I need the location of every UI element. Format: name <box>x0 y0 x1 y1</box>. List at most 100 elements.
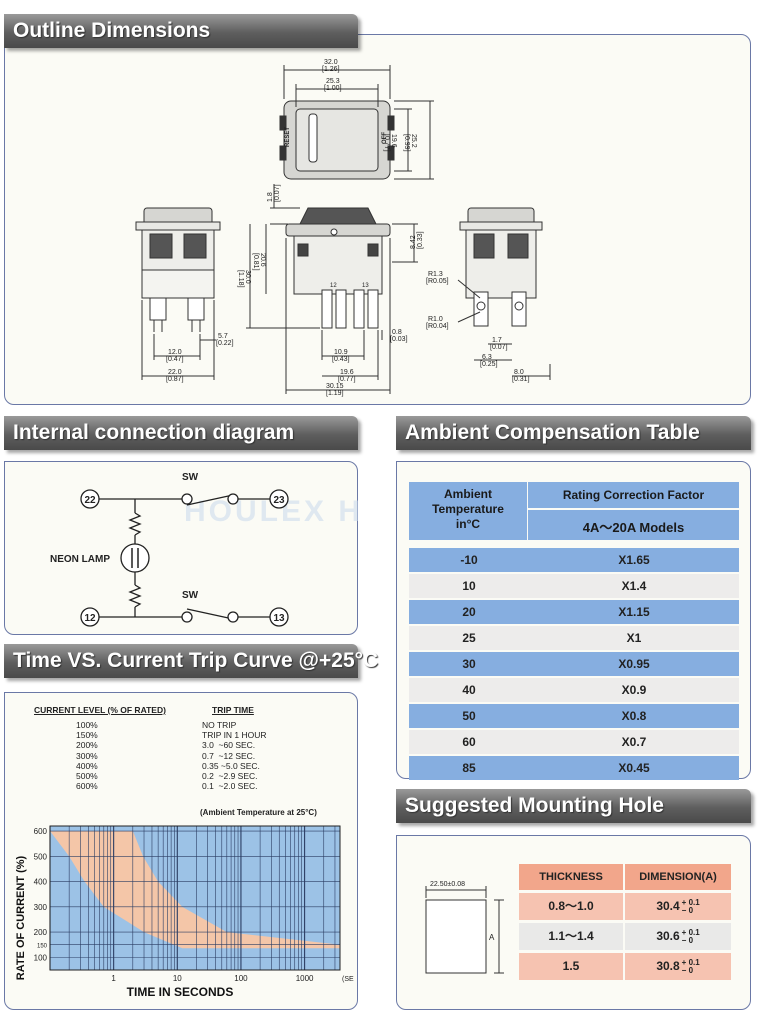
ambient-header-col2-sub <box>528 510 739 540</box>
ambient-factor: X1 <box>529 626 739 650</box>
top-dim-4: 25.2 <box>410 134 417 148</box>
internal-panel <box>4 461 358 635</box>
ambient-factor: X0.95 <box>529 652 739 676</box>
internal-diagram: HOULEX HOULEX 22 23 12 13 SW SW NEON <box>50 472 358 627</box>
top-dim-1: 32.0 <box>324 59 338 66</box>
ambient-temp: -10 <box>409 548 529 572</box>
y-tick-label: 200 <box>34 928 48 937</box>
left-dim-1: 5.7 <box>218 333 228 340</box>
mounting-hole-shape <box>425 899 487 974</box>
tolerance-minus: − 0 <box>681 965 694 975</box>
front-dim-4: 8.42 <box>410 235 417 249</box>
top-dim-4-in: [0.99] <box>403 134 410 152</box>
right-dim-2: 6.3 <box>482 354 492 361</box>
ambient-temp: 20 <box>409 600 529 624</box>
mounting-a-label: A <box>489 933 495 942</box>
ambient-factor: X0.9 <box>529 678 739 702</box>
mounting-col2: DIMENSION(A) <box>625 864 731 890</box>
trip-row: 300%0.7 ~12 SEC. <box>34 751 314 761</box>
right-dim-3: 8.0 <box>514 369 524 376</box>
tolerance-minus: − 0 <box>681 905 694 915</box>
trip-chart: 1001502003004005006001101001000(SEC)TIME… <box>15 825 354 999</box>
y-axis-label: RATE OF CURRENT (%) <box>15 855 27 980</box>
front-dim-8: 30.15 <box>326 383 344 390</box>
tolerance-plus: + 0.1 <box>681 897 700 907</box>
front-terminal-13: 13 <box>362 283 369 289</box>
trip-row: 150% TRIP IN 1 HOUR <box>34 730 314 740</box>
mounting-tolerance: + 0.1− 0 <box>681 957 700 975</box>
front-dim-5-in: [0.03] <box>390 336 408 343</box>
ambient-col1-line3: in°C <box>455 517 481 531</box>
switch-contact <box>181 493 193 505</box>
mounting-drawing: 22.50±0.08 A <box>425 881 504 974</box>
trip-level: 150% <box>76 730 98 741</box>
ambient-temp: 30 <box>409 652 529 676</box>
mounting-dimension-cell: 30.4+ 0.1− 0 <box>625 893 731 920</box>
reset-label: RESET <box>285 127 291 147</box>
left-dim-3: 22.0 <box>168 369 182 376</box>
switch-contact <box>227 493 239 505</box>
trip-row: 200%3.0 ~60 SEC. <box>34 740 314 750</box>
y-tick-label: 400 <box>34 878 48 887</box>
mounting-dimension: 30.4 <box>656 899 680 913</box>
trip-time: 0.2 ~2.9 SEC. <box>202 770 258 781</box>
neon-lamp-icon <box>120 543 150 573</box>
mounting-thickness: 0.8～1.0 <box>519 893 623 920</box>
ambient-col1-line1: Ambient <box>444 487 492 501</box>
mounting-title: Suggested Mounting Hole <box>396 789 751 823</box>
front-terminal-12: 12 <box>330 283 337 289</box>
neon-lamp-label: NEON LAMP <box>50 554 110 565</box>
y-tick-label: 150 <box>37 944 48 950</box>
left-dim-2-in: [0.47] <box>166 356 184 363</box>
x-tick-label: 10 <box>173 974 182 983</box>
terminal-13-label: 13 <box>273 613 285 624</box>
front-dim-7: 19.6 <box>340 369 354 376</box>
mounting-width-label: 22.50±0.08 <box>430 881 465 888</box>
trip-level: 500% <box>76 770 98 781</box>
mounting-dimension-cell: 30.6+ 0.1− 0 <box>625 923 731 950</box>
left-dim-3-in: [0.87] <box>166 376 184 383</box>
y-tick-label: 500 <box>34 852 48 861</box>
sw-top-label: SW <box>182 472 199 483</box>
front-dim-1-in: [0.07] <box>274 184 281 202</box>
ambient-header-col2 <box>528 482 739 508</box>
x-unit-label: (SEC) <box>342 976 354 983</box>
terminal-12-label: 12 <box>84 613 96 624</box>
left-dim-1-in: [0.22] <box>216 340 234 347</box>
front-dim-3-in: [1.18] <box>237 270 244 288</box>
ambient-title: Ambient Compensation Table <box>396 416 751 450</box>
trip-row: 500% 0.2 ~2.9 SEC. <box>34 771 314 781</box>
top-dim-1-in: [1.26] <box>322 66 340 73</box>
outline-title: Outline Dimensions <box>4 14 358 48</box>
ambient-col2-sub: 4A～20A Models <box>582 520 685 535</box>
terminal-12 <box>80 607 100 627</box>
front-dim-3: 30.0 <box>244 270 251 284</box>
ambient-col1-line2: Temperature <box>432 502 504 516</box>
front-dim-2: 20.6 <box>259 253 266 267</box>
trip-level: 100% <box>76 720 98 730</box>
right-radius-2: R1.0 <box>428 316 443 323</box>
sw-bottom-label: SW <box>182 590 199 601</box>
ambient-temp: 40 <box>409 678 529 702</box>
front-dim-5: 0.8 <box>392 329 402 336</box>
plot-frame <box>49 825 341 971</box>
mounting-dimension: 30.8 <box>656 959 680 973</box>
trip-level: 600% <box>76 781 98 792</box>
terminal-13 <box>269 607 289 627</box>
ambient-factor: X0.7 <box>529 730 739 754</box>
tolerance-plus: + 0.1 <box>681 957 700 967</box>
trip-time: 0.1 ~2.0 SEC. <box>202 781 258 792</box>
front-view-rocker <box>299 207 377 225</box>
terminal-23 <box>269 489 289 509</box>
top-dim-3: 19.6 <box>390 134 397 148</box>
trip-time: TRIP IN 1 HOUR <box>202 730 267 741</box>
col-current-level: CURRENT LEVEL (% OF RATED) <box>34 705 166 715</box>
ambient-col2-label: Rating Correction Factor <box>562 488 705 502</box>
